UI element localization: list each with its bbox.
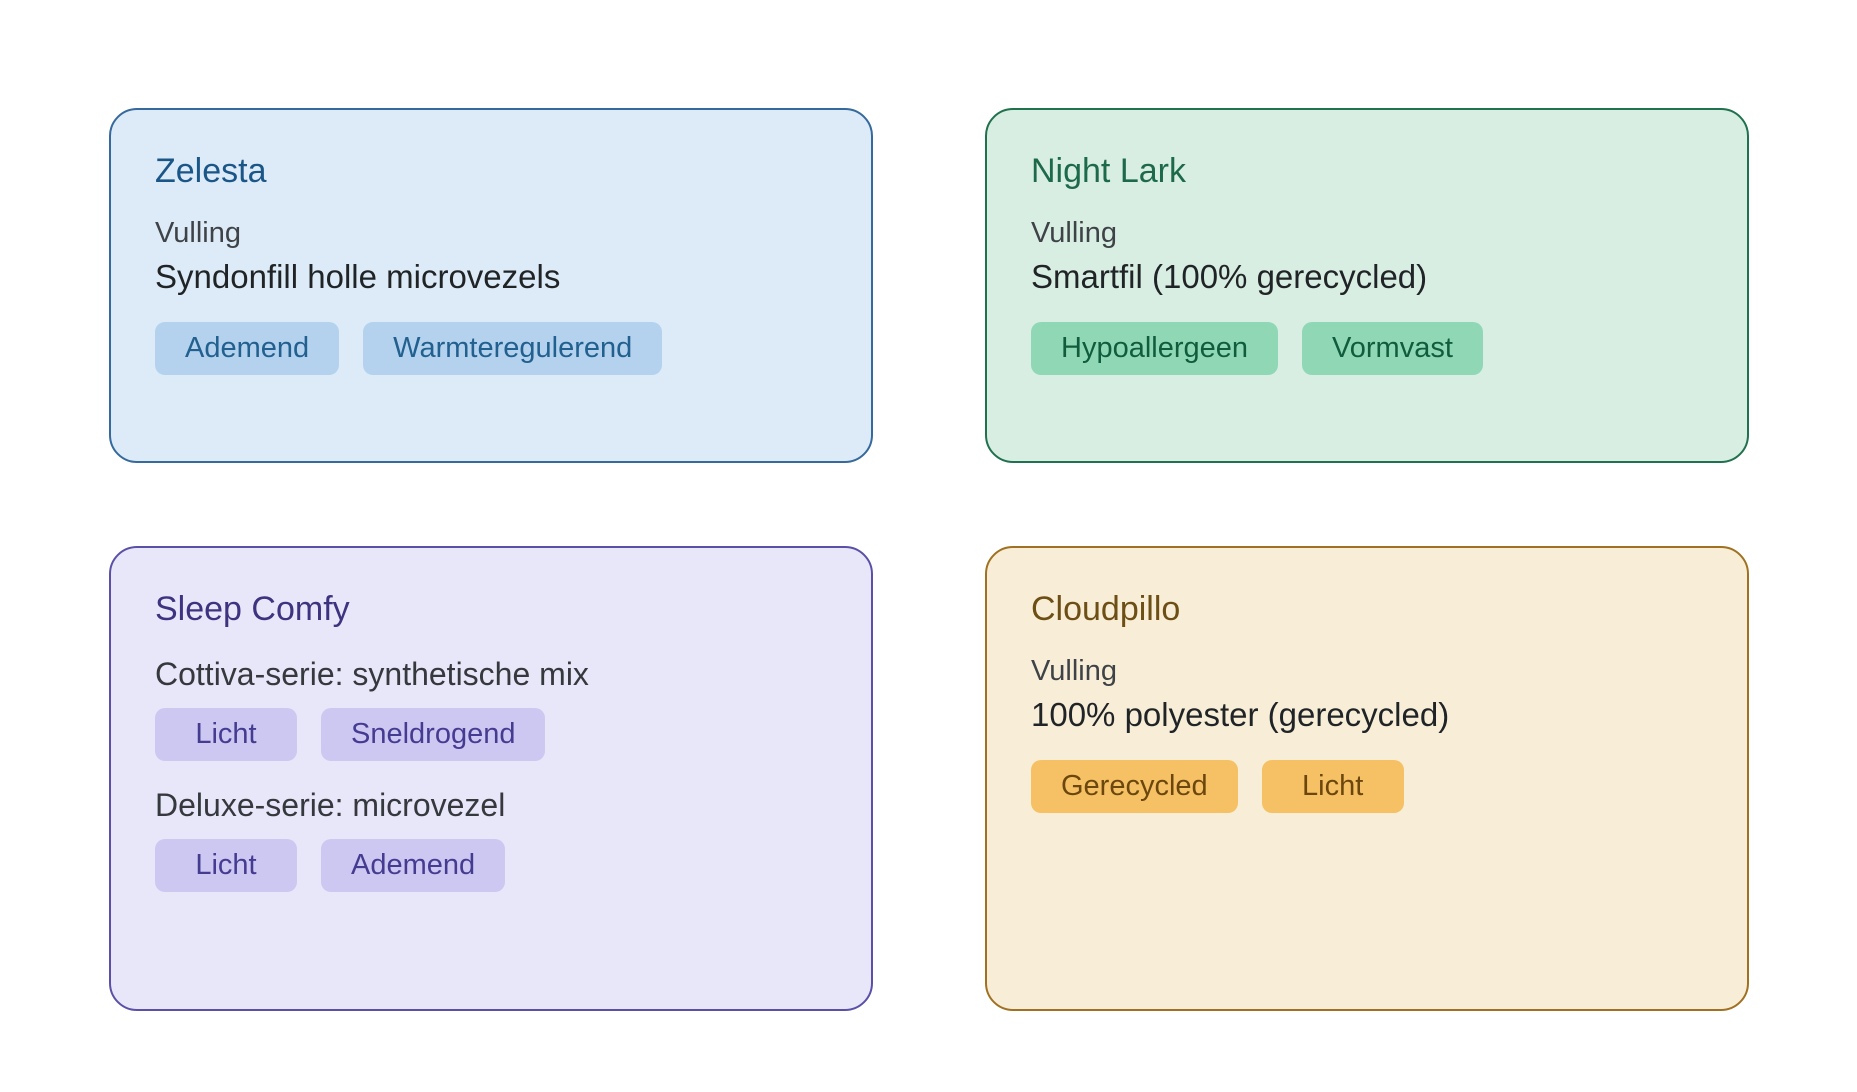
tag-warmteregulerend: Warmteregulerend xyxy=(363,322,663,375)
tag-hypoallergeen: Hypoallergeen xyxy=(1031,322,1279,375)
tag-ademend: Ademend xyxy=(155,322,340,375)
product-cards-grid: Zelesta Vulling Syndonfill holle microve… xyxy=(109,108,1749,1011)
card-title: Zelesta xyxy=(155,152,267,190)
card-title: Night Lark xyxy=(1031,152,1186,190)
tag-row: Licht Sneldrogend xyxy=(155,708,827,761)
card-title: Sleep Comfy xyxy=(155,590,350,628)
tag-sneldrogend: Sneldrogend xyxy=(321,708,546,761)
tag-licht: Licht xyxy=(155,839,297,892)
series-section-cottiva: Cottiva-serie: synthetische mix Licht Sn… xyxy=(155,654,827,761)
filling-value: Syndonfill holle microvezels xyxy=(155,258,561,295)
filling-value: 100% polyester (gerecycled) xyxy=(1031,696,1450,733)
tag-vormvast: Vormvast xyxy=(1302,322,1483,375)
tag-row: Ademend Warmteregulerend xyxy=(155,322,827,375)
filling-value: Smartfil (100% gerecycled) xyxy=(1031,258,1428,295)
tag-ademend: Ademend xyxy=(321,839,506,892)
series-label: Cottiva-serie: synthetische mix xyxy=(155,656,589,692)
tag-row: Licht Ademend xyxy=(155,839,827,892)
series-label: Deluxe-serie: microvezel xyxy=(155,787,506,823)
filling-label: Vulling xyxy=(1031,217,1117,249)
tag-row: Gerecycled Licht xyxy=(1031,760,1703,813)
filling-label: Vulling xyxy=(1031,655,1117,687)
product-card-sleep-comfy: Sleep Comfy Cottiva-serie: synthetische … xyxy=(109,546,873,1011)
tag-gerecycled: Gerecycled xyxy=(1031,760,1238,813)
tag-row: Hypoallergeen Vormvast xyxy=(1031,322,1703,375)
card-title: Cloudpillo xyxy=(1031,590,1181,628)
tag-licht: Licht xyxy=(155,708,297,761)
series-section-deluxe: Deluxe-serie: microvezel Licht Ademend xyxy=(155,785,827,892)
filling-label: Vulling xyxy=(155,217,241,249)
product-card-night-lark: Night Lark Vulling Smartfil (100% gerecy… xyxy=(985,108,1749,463)
product-card-zelesta: Zelesta Vulling Syndonfill holle microve… xyxy=(109,108,873,463)
tag-licht: Licht xyxy=(1261,760,1404,813)
product-card-cloudpillo: Cloudpillo Vulling 100% polyester (gerec… xyxy=(985,546,1749,1011)
